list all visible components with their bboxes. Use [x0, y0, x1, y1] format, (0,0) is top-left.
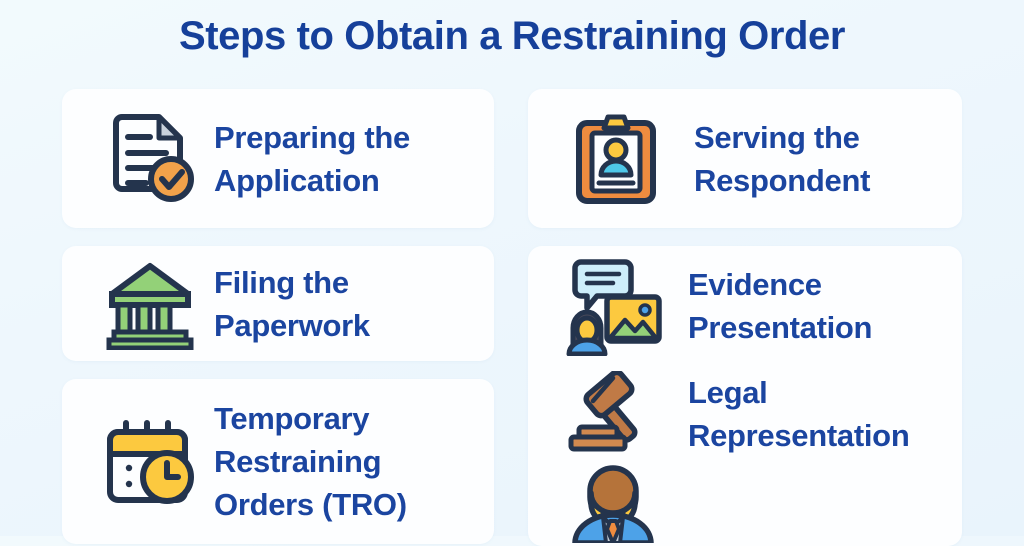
step-label-line-1: Temporary — [214, 401, 370, 436]
step-label-evidence-presentation: Evidence Presentation — [688, 263, 962, 349]
step-card-preparing-the-application[interactable]: Preparing the Application — [62, 89, 494, 228]
step-label-filing-the-paperwork: Filing the Paperwork — [214, 261, 494, 347]
step-label-line-1: Evidence — [688, 267, 822, 302]
step-label-line-2: Respondent — [694, 162, 871, 198]
step-label-line-2: Presentation — [688, 310, 873, 345]
step-card-filing-the-paperwork[interactable]: Filing the Paperwork — [62, 246, 494, 361]
step-card-temporary-restraining-orders[interactable]: Temporary Restraining Orders (TRO) — [62, 379, 494, 544]
step-label-legal-representation: Legal Representation — [688, 371, 962, 457]
step-label-preparing-the-application: Preparing the Application — [214, 116, 494, 202]
step-label-line-1: Legal — [688, 375, 768, 410]
step-label-temporary-restraining-orders: Temporary Restraining Orders (TRO) — [214, 397, 494, 526]
step-label-line-1: Serving the — [694, 119, 860, 155]
lawyer-avatar-row — [528, 454, 962, 546]
calendar-clock-icon — [94, 418, 206, 506]
clipboard-person-icon — [566, 112, 666, 206]
step-label-serving-the-respondent: Serving the Respondent — [694, 116, 962, 202]
step-card-evidence-presentation[interactable]: Evidence Presentation — [528, 248, 962, 364]
step-label-line-3: Orders (TRO) — [214, 487, 407, 522]
step-label-line-2: Representation — [688, 418, 910, 453]
gavel-icon — [560, 371, 666, 457]
step-label-line-1: Preparing the — [214, 119, 410, 155]
step-card-legal-representation[interactable]: Legal Representation — [528, 364, 962, 464]
document-check-icon — [94, 113, 206, 205]
step-card-serving-the-respondent[interactable]: Serving the Respondent — [528, 89, 962, 228]
business-person-icon — [560, 457, 666, 543]
chat-photo-person-icon — [560, 256, 666, 356]
step-card-right-column-stack[interactable]: Evidence Presentation Legal Rep — [528, 246, 962, 546]
step-label-line-2: Restraining — [214, 444, 382, 479]
step-label-line-1: Filing the — [214, 264, 349, 300]
page-title: Steps to Obtain a Restraining Order — [178, 14, 846, 58]
step-label-line-2: Application — [214, 162, 380, 198]
step-label-line-2: Paperwork — [214, 307, 370, 343]
courthouse-icon — [94, 258, 206, 350]
